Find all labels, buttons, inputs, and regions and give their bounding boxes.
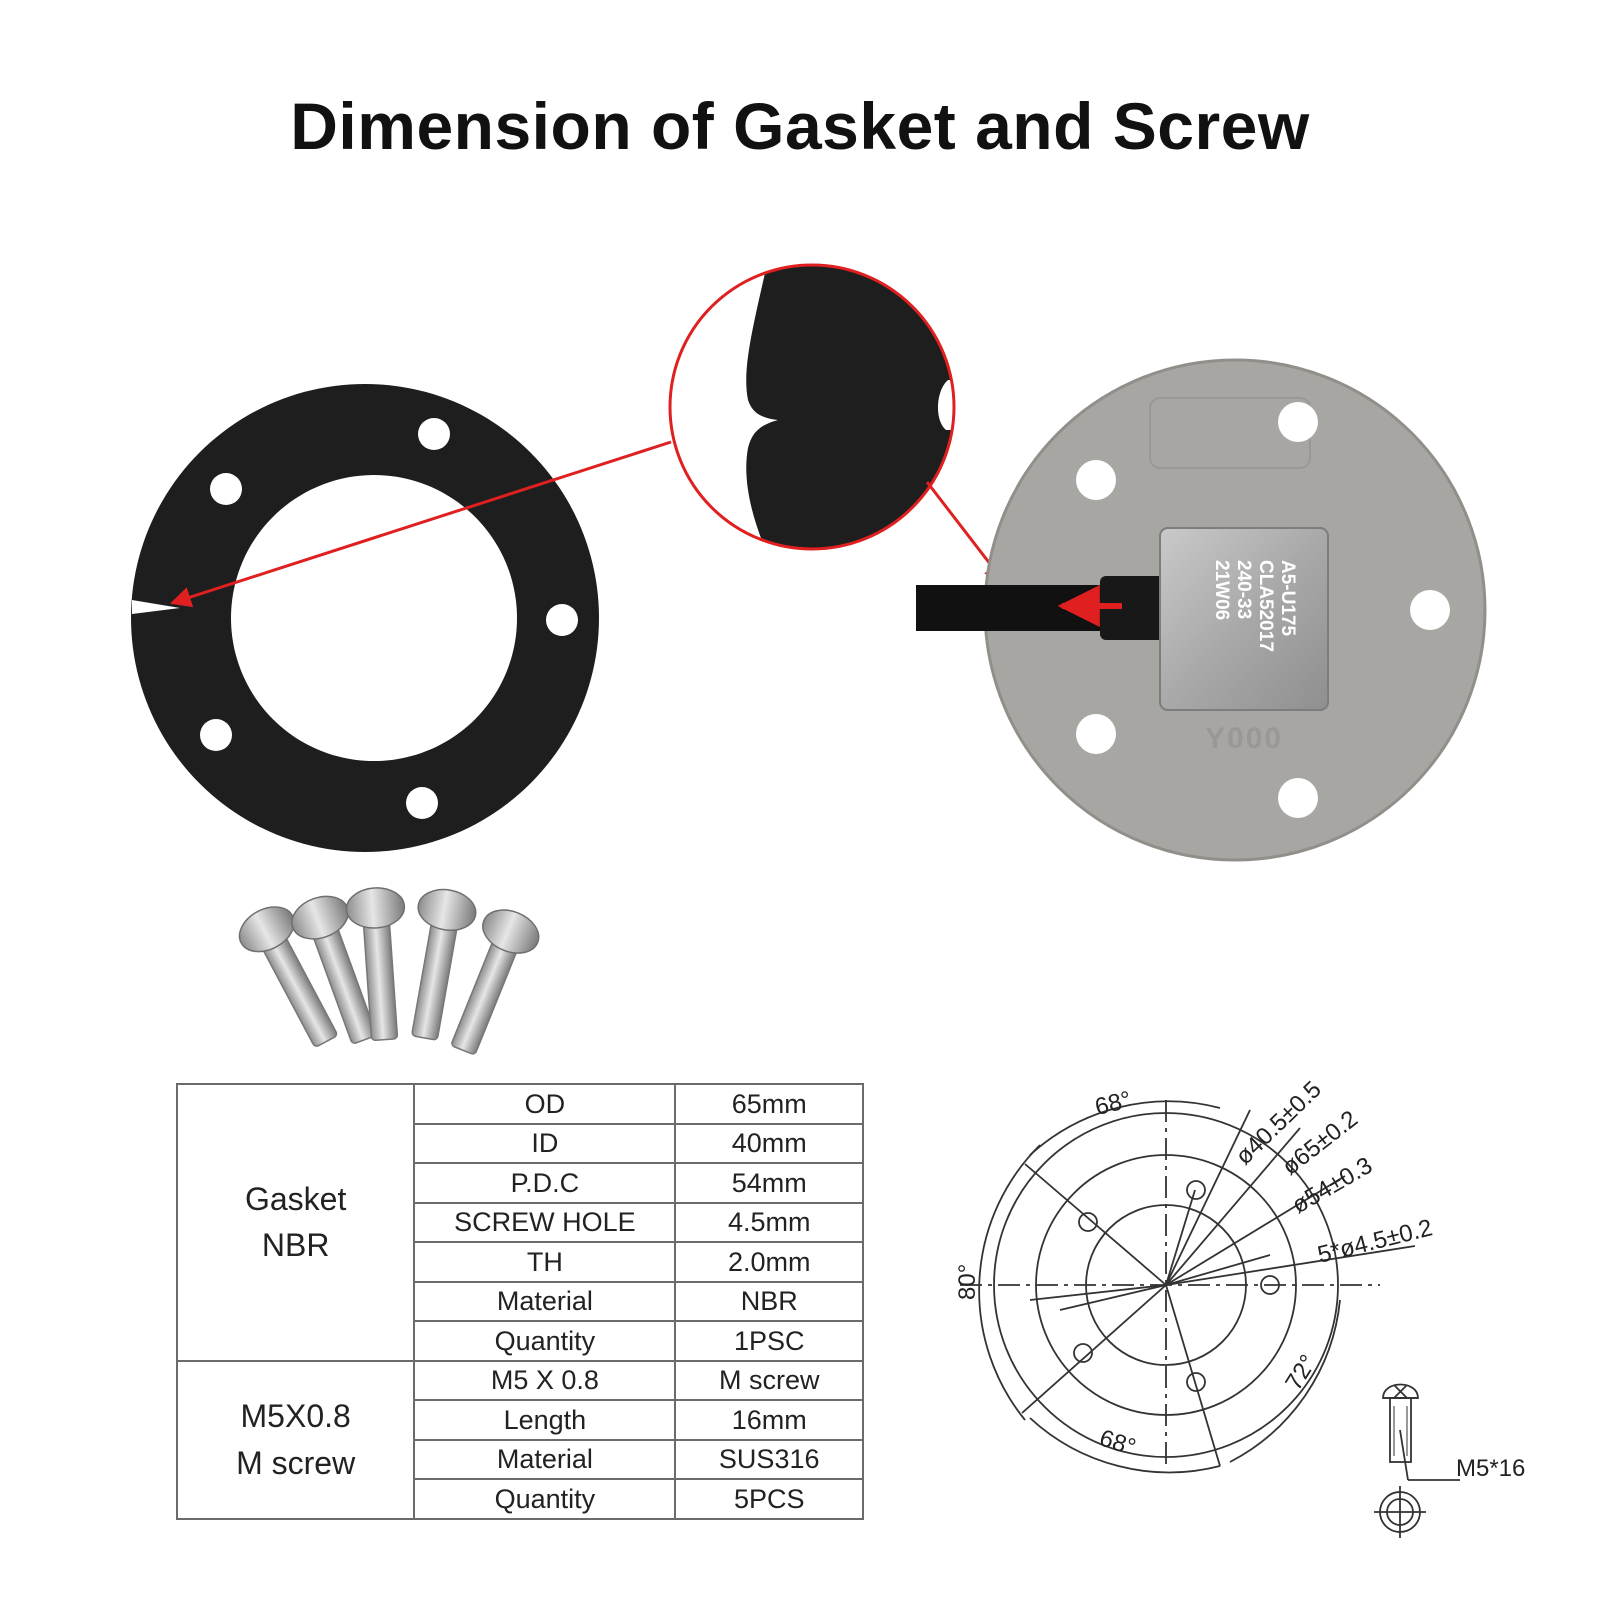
table-cell-value: 1PSC: [674, 1320, 864, 1362]
table-cell-param: SCREW HOLE: [413, 1201, 677, 1243]
table-cell-param: Material: [413, 1438, 677, 1480]
table-row: Quantity 1PSC: [177, 1320, 864, 1362]
technical-drawing: [960, 1100, 1460, 1481]
gasket-image: [131, 383, 599, 852]
table-row: Quantity 5PCS: [177, 1478, 864, 1520]
table-row: Length 16mm: [177, 1399, 864, 1441]
table-cell-value: SUS316: [674, 1438, 864, 1480]
zoom-guide-line-gasket: [170, 440, 672, 608]
drawing-dimension-labels: 68° 80° 68° 72° ø40.5±0.5 ø65±0.2 ø54±0.…: [954, 1076, 1435, 1462]
table-cell-value: NBR: [674, 1280, 864, 1322]
table-cell-value: 65mm: [674, 1083, 864, 1125]
table-row: Material NBR: [177, 1280, 864, 1322]
table-cell-param: P.D.C: [413, 1162, 677, 1204]
angle-bottom-label: 68°: [1096, 1425, 1139, 1462]
chip-line-2: CLA52017: [1255, 560, 1276, 652]
angle-left-label: 80°: [954, 1264, 981, 1300]
table-cell-value: 5PCS: [674, 1478, 864, 1520]
angle-top-label: 68°: [1092, 1086, 1134, 1121]
table-cell-value: 4.5mm: [674, 1201, 864, 1243]
screw-group-line2: M screw: [236, 1444, 356, 1481]
table-row: P.D.C 54mm: [177, 1162, 864, 1204]
screw-size-label: M5*16: [1456, 1455, 1525, 1482]
screw-group-line1: M5X0.8: [240, 1398, 351, 1435]
screw-group-cell: M5X0.8 M screw: [175, 1359, 416, 1520]
table-row: M5X0.8 M screw M5 X 0.8 M screw: [175, 1359, 864, 1520]
table-row: TH 2.0mm: [177, 1241, 864, 1283]
angle-right-label: 72°: [1280, 1350, 1322, 1395]
table-cell-value: 40mm: [674, 1122, 864, 1164]
table-cell-param: Length: [413, 1399, 677, 1441]
table-cell-param: Quantity: [413, 1478, 677, 1520]
table-cell-param: OD: [413, 1083, 677, 1125]
table-cell-value: 2.0mm: [674, 1241, 864, 1283]
gasket-notch-zoom: [668, 263, 956, 551]
table-cell-param: M5 X 0.8: [413, 1359, 677, 1401]
table-cell-value: 16mm: [674, 1399, 864, 1441]
dim-holes-label: 5*ø4.5±0.2: [1315, 1214, 1435, 1269]
screw-drawing: [1374, 1383, 1426, 1538]
table-row: SCREW HOLE 4.5mm: [177, 1201, 864, 1243]
table-cell-param: Material: [413, 1280, 677, 1322]
page-title: Dimension of Gasket and Screw: [290, 89, 1310, 163]
spec-table: Gasket NBR OD 65mm ID 40mm P.D.C 54mm SC…: [175, 1083, 864, 1520]
table-row: Gasket NBR OD 65mm: [175, 1083, 864, 1362]
table-cell-param: Quantity: [413, 1320, 677, 1362]
gasket-group-cell: Gasket NBR: [175, 1083, 416, 1362]
gasket-group-line2: NBR: [261, 1227, 330, 1264]
chip-line-4: 21W06: [1211, 560, 1232, 620]
table-row: ID 40mm: [177, 1122, 864, 1164]
table-cell-value: 54mm: [674, 1162, 864, 1204]
table-cell-param: ID: [413, 1122, 677, 1164]
chip-line-3: 240-33: [1233, 560, 1254, 619]
sender-stamp: Y000: [1205, 722, 1283, 755]
table-cell-value: M screw: [674, 1359, 864, 1401]
gasket-group-line1: Gasket: [244, 1180, 347, 1217]
table-row: Material SUS316: [177, 1438, 864, 1480]
sender-plate-image: Y000 A5-U175 CLA52017 240-33 21W06: [916, 358, 1487, 862]
table-cell-param: TH: [413, 1241, 677, 1283]
screws-image: [238, 887, 540, 1055]
chip-line-1: A5-U175: [1277, 560, 1298, 636]
